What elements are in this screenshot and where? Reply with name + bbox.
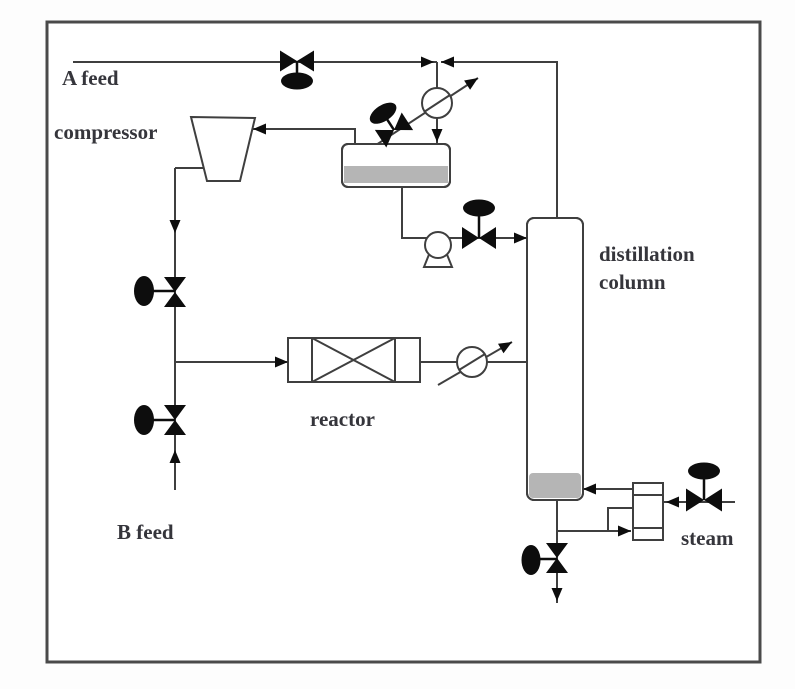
distillation-label-line2: column: [599, 270, 666, 294]
column-outline: [526, 217, 584, 501]
reactor-bed-cross: [311, 337, 396, 383]
reactor-bed: [311, 337, 396, 383]
b-feed-label: B feed: [117, 520, 174, 544]
arrow-recycle-down: [169, 220, 181, 233]
arrow-into-reboiler: [618, 525, 631, 537]
column-bottoms-liquid: [529, 473, 581, 498]
arrow-reflux-into-column: [514, 232, 527, 244]
compressor-label: compressor: [54, 120, 157, 144]
flow-arrows: [169, 56, 679, 601]
reboiler-shell: [632, 482, 664, 541]
column-overhead-line: [441, 61, 558, 218]
reactor-icon: [287, 337, 421, 383]
a-feed-valve-icon: [280, 50, 314, 90]
arrow-a-feed: [421, 56, 434, 68]
arrow-into-compressor: [253, 123, 266, 135]
reflux-drum-liquid: [344, 166, 448, 183]
reflux-drum-icon: [341, 143, 451, 188]
compressor-icon: [189, 115, 257, 182]
arrow-into-reactor: [275, 356, 288, 368]
reflux-valve-icon: [462, 199, 496, 249]
steam-valve-icon: [686, 462, 722, 512]
steam-label: steam: [681, 526, 734, 550]
cooler-diagonal: [458, 353, 486, 371]
reflux-pump-icon: [422, 231, 454, 268]
arrow-bottoms-product: [551, 588, 563, 601]
cooler-icon: [456, 346, 488, 378]
arrow-overhead: [441, 56, 454, 68]
reboiler-icon: [632, 482, 664, 541]
a-feed-label: A feed: [62, 66, 119, 90]
condenser-coolant-valve-icon: [369, 102, 414, 148]
condenser-diagonal: [423, 94, 451, 113]
arrow-steam-into-reboiler: [666, 496, 679, 508]
distillation-column-icon: [526, 217, 584, 501]
reboiler-elbow-line: [607, 507, 633, 531]
reactor-label: reactor: [310, 407, 375, 431]
arrow-cooler-coolant: [497, 342, 512, 354]
column-shell: [526, 217, 584, 501]
compressor-suction-line: [253, 128, 356, 144]
distillation-label-line1: distillation: [599, 242, 695, 266]
recycle-valve-icon: [134, 276, 186, 307]
reflux-drum-outline: [341, 143, 451, 188]
reboiler-tubesheets: [633, 494, 663, 529]
arrow-reboiler-return: [583, 483, 596, 495]
b-feed-valve-icon: [134, 405, 186, 435]
bottoms-valve-icon: [521, 543, 568, 575]
arrow-into-drum: [431, 129, 443, 142]
arrow-b-feed-up: [169, 450, 181, 463]
arrow-condenser-coolant: [464, 78, 478, 90]
condenser-icon: [421, 87, 453, 119]
pump-casing: [424, 231, 452, 259]
